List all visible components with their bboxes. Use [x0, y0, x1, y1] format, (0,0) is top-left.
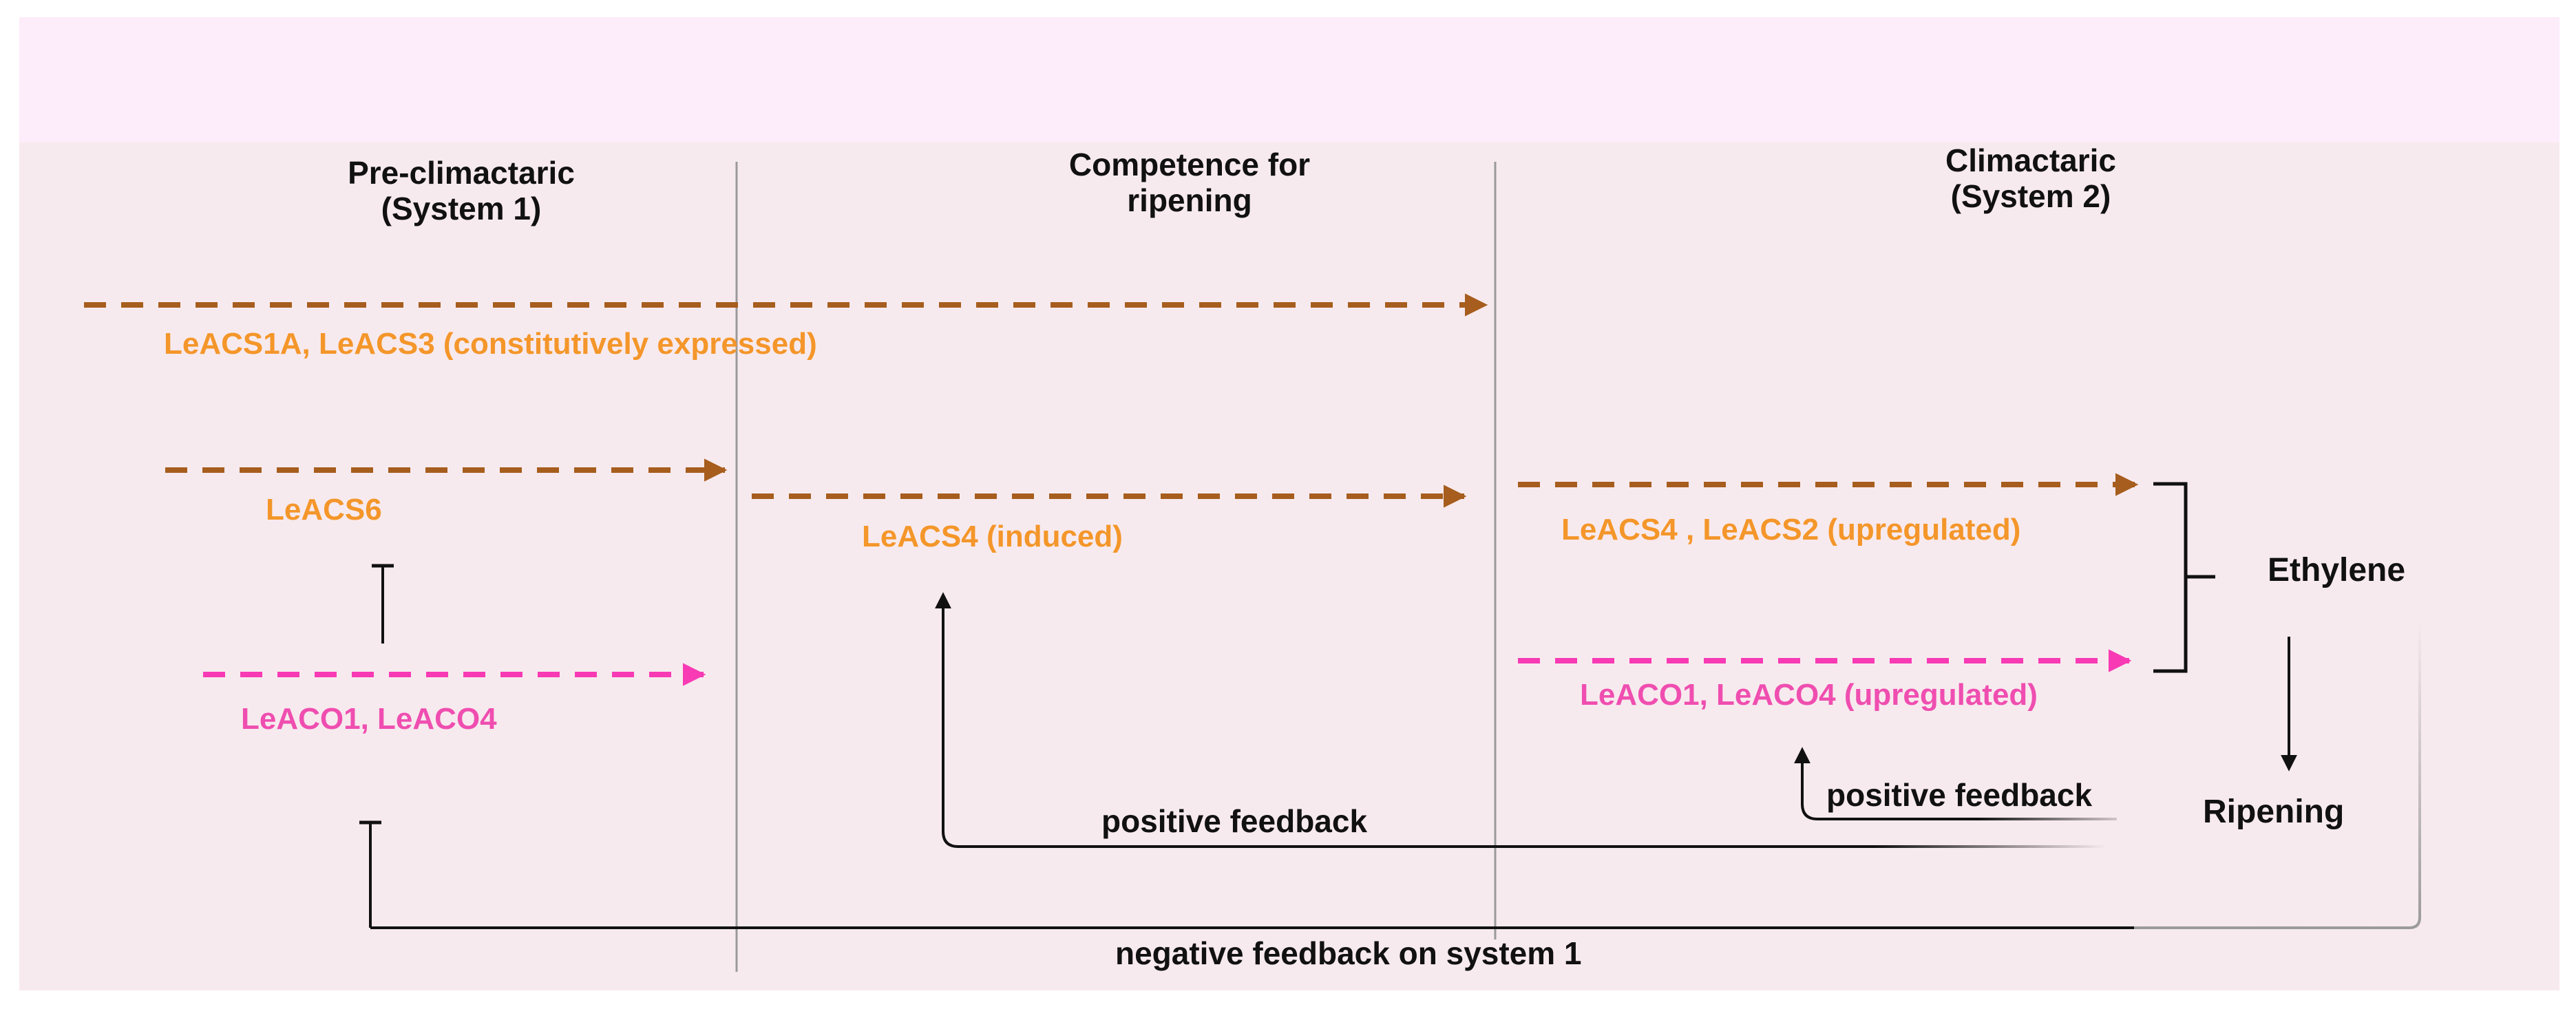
diagram-panel	[19, 142, 2559, 990]
positive-feedback-long-label: positive feedback	[1101, 803, 1368, 839]
gene-label-acs4-acs2-upregulated: LeACS4 , LeACS2 (upregulated)	[1561, 513, 2021, 546]
positive-feedback-long-line	[942, 602, 2107, 848]
phase-title-line: (System 2)	[1950, 178, 2111, 214]
phase-title-climacteric: Climactaric (System 2)	[1945, 142, 2117, 214]
ripening-label: Ripening	[2203, 794, 2345, 830]
header-band	[19, 17, 2559, 142]
ethylene-bracket	[2153, 482, 2215, 673]
phase-title-line: Pre-climactaric	[348, 155, 575, 191]
phase-title-competence: Competence for ripening	[1069, 147, 1310, 218]
gene-label-acs1a-acs3: LeACS1A, LeACS3 (constitutively expresse…	[164, 327, 817, 361]
negative-feedback-label: negative feedback on system 1	[1115, 935, 1582, 971]
phase-title-pre-climacteric: Pre-climactaric (System 1)	[348, 155, 575, 226]
gene-label-acs6: LeACS6	[266, 493, 382, 527]
gene-label-aco1-aco4: LeACO1, LeACO4	[241, 702, 497, 736]
phase-title-line: Climactaric	[1945, 142, 2117, 178]
positive-feedback-short-label: positive feedback	[1826, 777, 2093, 813]
phase-title-line: (System 1)	[381, 190, 542, 226]
phase-title-line: ripening	[1127, 182, 1252, 218]
phase-title-line: Competence for	[1068, 147, 1311, 182]
negative-feedback-line	[370, 619, 2421, 929]
ethylene-label: Ethylene	[2268, 552, 2406, 588]
gene-label-aco1-aco4-upregulated: LeACO1, LeACO4 (upregulated)	[1580, 678, 2038, 712]
gene-label-acs4-induced: LeACS4 (induced)	[862, 520, 1123, 553]
positive-feedback-short-line	[1801, 757, 2117, 820]
